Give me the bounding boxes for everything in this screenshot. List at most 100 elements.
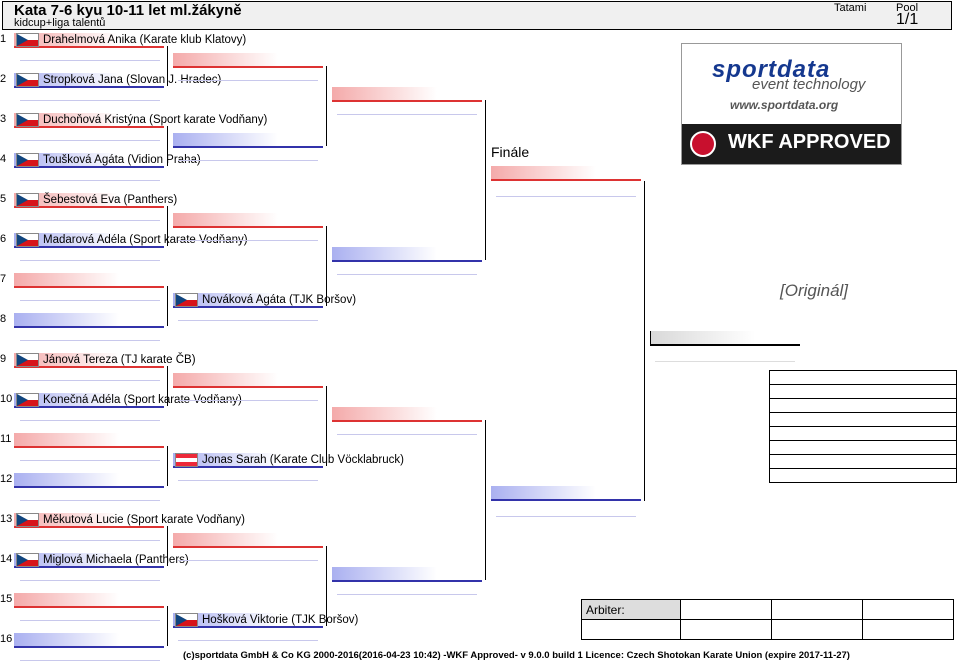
category-title: Kata 7-6 kyu 10-11 let ml.žákyně [14, 2, 242, 19]
competitor-name: Drahelmová Anika (Karate klub Klatovy) [43, 34, 247, 46]
competitor-subline [20, 580, 160, 581]
competitor-slot[interactable] [14, 233, 164, 248]
round2-name: Nováková Agáta (TJK Boršov) [202, 294, 357, 306]
arbiter-cell[interactable] [771, 619, 863, 640]
round3-subline [337, 594, 477, 595]
competitor-subline [20, 340, 160, 341]
competitor-subline [20, 220, 160, 221]
result-cell [769, 370, 957, 385]
competitor-number: 4 [0, 153, 7, 165]
competitor-number: 1 [0, 33, 7, 45]
competitor-number: 2 [0, 73, 7, 85]
round3-subline [337, 434, 477, 435]
flag-cz-icon [16, 193, 39, 207]
logo-brand: sportdata [712, 56, 831, 83]
competitor-slot[interactable] [14, 113, 164, 128]
competitor-number: 11 [0, 433, 12, 445]
pool-label: Pool [896, 2, 919, 14]
competitor-subline [20, 420, 160, 421]
round2-slot[interactable] [173, 613, 323, 628]
arbiter-label: Arbiter: [581, 599, 681, 620]
competitor-slot[interactable] [14, 593, 164, 608]
arbiter-table: Arbiter: [581, 599, 954, 640]
flag-cz-icon [175, 293, 198, 307]
round2-slot[interactable] [173, 213, 323, 228]
competitor-slot[interactable] [14, 273, 164, 288]
competitor-name: Jánová Tereza (TJ karate ČB) [43, 354, 196, 366]
winner-connector [650, 331, 651, 346]
competitor-number: 10 [0, 393, 13, 405]
flag-cz-icon [16, 353, 39, 367]
bracket-connector [167, 286, 168, 326]
semifinal-slot[interactable] [491, 166, 641, 181]
bracket-connector [167, 206, 168, 246]
logo-sub: event technology [752, 76, 866, 93]
competitor-subline [20, 100, 160, 101]
round3-slot[interactable] [332, 567, 482, 582]
arbiter-cell[interactable] [862, 599, 954, 620]
round2-name: Hošková Viktorie (TJK Boršov) [202, 614, 359, 626]
results-table [769, 370, 957, 483]
competitor-number: 6 [0, 233, 7, 245]
competitor-subline [20, 500, 160, 501]
arbiter-cell[interactable] [771, 599, 863, 620]
round2-slot[interactable] [173, 133, 323, 148]
result-cell [769, 384, 957, 399]
competitor-subline [20, 460, 160, 461]
arbiter-cell[interactable] [680, 599, 772, 620]
competitor-name: Toušková Agáta (Vidion Praha) [43, 154, 201, 166]
round2-slot[interactable] [173, 293, 323, 308]
competitor-name: Šebestová Eva (Panthers) [43, 194, 178, 206]
pool-value: 1/1 [896, 11, 919, 28]
competitor-name: Madarová Adéla (Sport karate Vodňany) [43, 234, 248, 246]
competitor-name: Miglová Michaela (Panthers) [43, 554, 189, 566]
round2-slot[interactable] [173, 453, 323, 468]
flag-cz-icon [16, 393, 39, 407]
bracket-connector [326, 386, 327, 466]
competitor-slot[interactable] [14, 73, 164, 88]
competitor-number: 9 [0, 353, 7, 365]
round3-slot[interactable] [332, 247, 482, 262]
competitor-slot[interactable] [14, 193, 164, 208]
competitor-subline [20, 540, 160, 541]
semifinal-subline [496, 196, 636, 197]
competitor-slot[interactable] [14, 313, 164, 328]
competitor-slot[interactable] [14, 473, 164, 488]
competitor-slot[interactable] [14, 633, 164, 648]
round2-slot[interactable] [173, 53, 323, 68]
competitor-slot[interactable] [14, 153, 164, 168]
arbiter-cell[interactable] [581, 619, 681, 640]
arbiter-cell[interactable] [862, 619, 954, 640]
competitor-subline [20, 60, 160, 61]
bracket-connector [167, 606, 168, 646]
competitor-subline [20, 140, 160, 141]
competitor-slot[interactable] [14, 513, 164, 528]
round2-slot[interactable] [173, 533, 323, 548]
flag-cz-icon [16, 233, 39, 247]
round2-subline [178, 640, 318, 641]
competitor-name: Konečná Adéla (Sport karate Vodňany) [43, 394, 242, 406]
competitor-slot[interactable] [14, 393, 164, 408]
competitor-subline [20, 380, 160, 381]
competitor-slot[interactable] [14, 33, 164, 48]
competitor-slot[interactable] [14, 353, 164, 368]
bracket-connector [167, 526, 168, 566]
wkf-approved-banner: WKF APPROVED [682, 124, 901, 164]
competitor-number: 14 [0, 553, 13, 565]
winner-slot[interactable] [650, 331, 800, 346]
round2-slot[interactable] [173, 373, 323, 388]
flag-cz-icon [16, 33, 39, 47]
competitor-number: 5 [0, 193, 7, 205]
arbiter-cell[interactable] [680, 619, 772, 640]
round3-subline [337, 274, 477, 275]
competitor-slot[interactable] [14, 553, 164, 568]
flag-cz-icon [16, 513, 39, 527]
wkf-approved-text: WKF APPROVED [728, 131, 891, 153]
bracket-connector [326, 66, 327, 146]
round3-slot[interactable] [332, 87, 482, 102]
round3-slot[interactable] [332, 407, 482, 422]
flag-cz-icon [16, 73, 39, 87]
competitor-slot[interactable] [14, 433, 164, 448]
wkf-badge-icon [690, 131, 716, 157]
semifinal-slot[interactable] [491, 486, 641, 501]
